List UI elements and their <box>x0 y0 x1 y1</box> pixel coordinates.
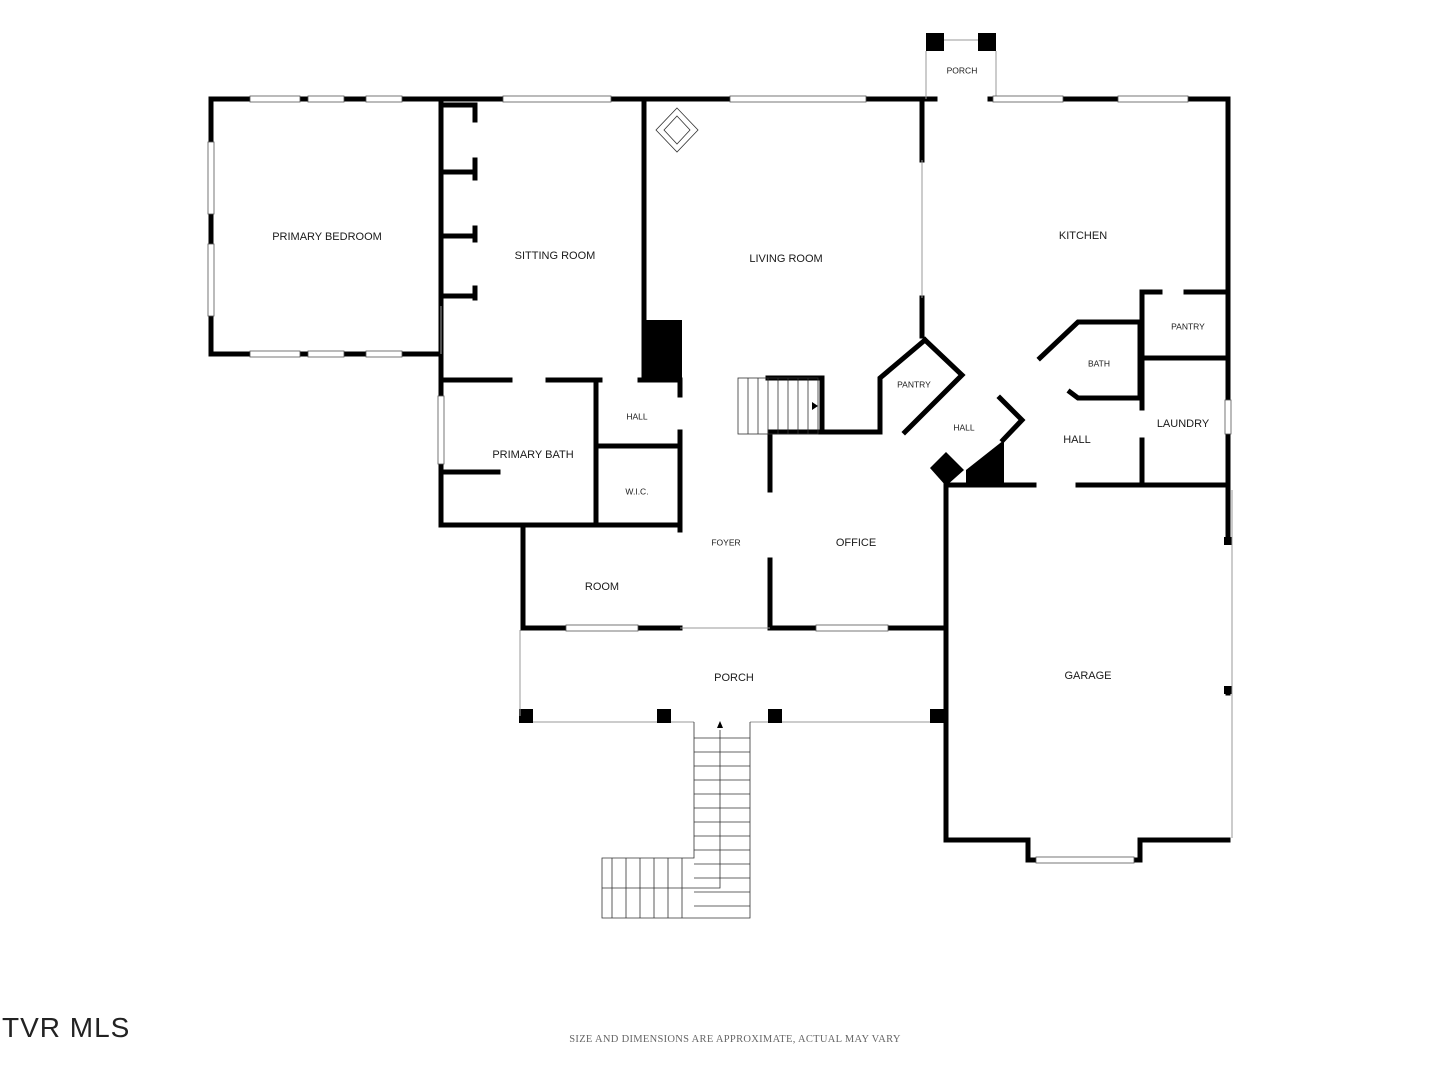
label-pantry-mid: PANTRY <box>897 379 931 389</box>
label-wic: W.I.C. <box>625 486 648 496</box>
label-porch-front: PORCH <box>714 672 754 684</box>
thin-lines <box>440 39 1233 838</box>
disclaimer-text: SIZE AND DIMENSIONS ARE APPROXIMATE, ACT… <box>569 1034 901 1045</box>
label-office: OFFICE <box>836 537 876 549</box>
walls <box>208 33 1232 863</box>
label-room: ROOM <box>585 581 619 593</box>
stairs <box>601 107 819 919</box>
label-living-room: LIVING ROOM <box>749 253 822 265</box>
label-hall-right: HALL <box>1063 434 1091 446</box>
label-porch-top: PORCH <box>947 65 978 75</box>
label-sitting-room: SITTING ROOM <box>515 250 596 262</box>
label-foyer: FOYER <box>711 537 740 547</box>
label-primary-bath: PRIMARY BATH <box>492 449 573 461</box>
label-laundry: LAUNDRY <box>1157 418 1210 430</box>
label-bath: BATH <box>1088 358 1110 368</box>
label-garage: GARAGE <box>1064 670 1111 682</box>
label-kitchen: KITCHEN <box>1059 230 1107 242</box>
label-hall-small: HALL <box>626 411 648 421</box>
label-hall-angled: HALL <box>953 422 975 432</box>
label-primary-bedroom: PRIMARY BEDROOM <box>272 231 382 243</box>
label-pantry-right: PANTRY <box>1171 321 1205 331</box>
room-labels: PRIMARY BEDROOM SITTING ROOM LIVING ROOM… <box>272 65 1210 684</box>
mls-logo: TVR MLS <box>2 1012 131 1043</box>
windows <box>207 95 1232 864</box>
